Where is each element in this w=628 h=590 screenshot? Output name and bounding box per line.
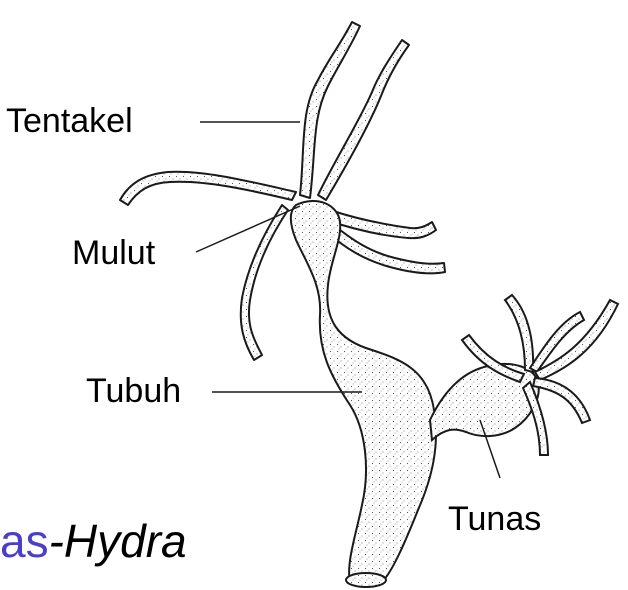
caption: as-Hydra [0, 518, 187, 564]
label-bud: Tunas [448, 502, 541, 536]
main-tentacles [120, 22, 445, 360]
caption-genus: -Hydra [49, 515, 187, 567]
label-body: Tubuh [86, 374, 181, 408]
label-tentacle: Tentakel [6, 104, 133, 138]
hydra-foot [346, 573, 386, 587]
mouth-leader [196, 206, 300, 252]
caption-prefix: as [0, 515, 49, 567]
label-mouth: Mulut [72, 236, 155, 270]
